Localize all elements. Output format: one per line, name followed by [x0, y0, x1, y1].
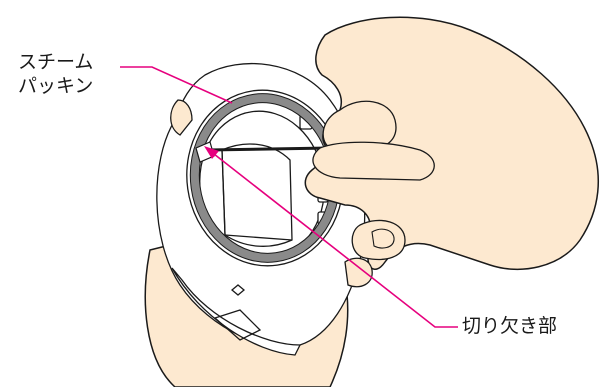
steam-packing-label: スチーム パッキン — [18, 50, 93, 98]
pick-tool — [208, 148, 330, 150]
notch-label: 切り欠き部 — [462, 314, 557, 338]
fingernail — [372, 229, 394, 248]
steam-packing-label-line2: パッキン — [18, 74, 93, 98]
fingertip-lower — [345, 258, 372, 286]
steam-packing-label-line1: スチーム — [18, 50, 93, 74]
